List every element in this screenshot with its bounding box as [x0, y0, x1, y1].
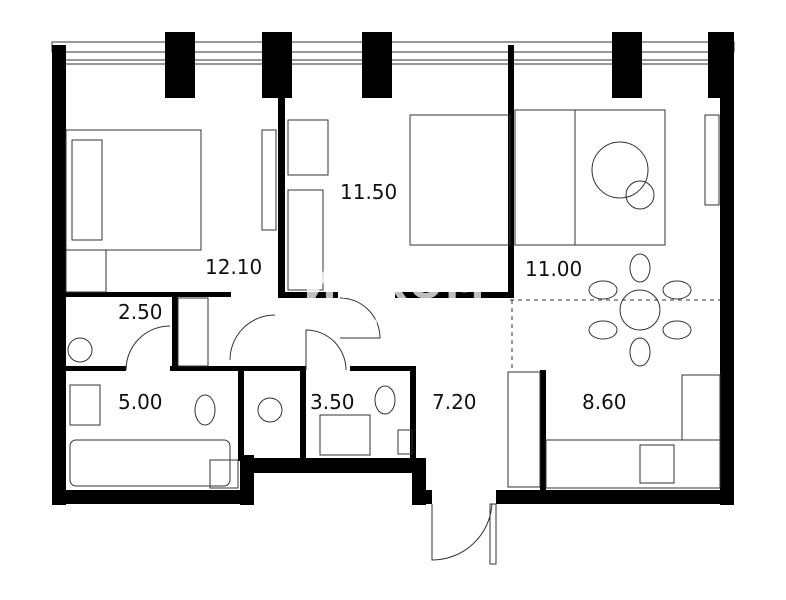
closet-middle	[287, 189, 324, 291]
hall-closet	[507, 371, 541, 488]
sofa	[514, 109, 576, 246]
area-label-bedroom-left: 12.10	[205, 255, 263, 279]
area-label-storage: 2.50	[118, 300, 163, 324]
doors	[125, 297, 497, 565]
area-label-hallway: 7.20	[432, 390, 477, 414]
bathtub	[69, 439, 231, 487]
dining-table	[619, 289, 661, 331]
rug	[514, 109, 666, 246]
area-label-living-room: 11.00	[525, 257, 583, 281]
watermark-subtitle: НЕДВИЖИМОСТЬ	[317, 318, 473, 333]
desk	[287, 119, 329, 176]
kitchen-counter	[545, 439, 721, 489]
furniture	[65, 109, 721, 489]
area-label-kitchen: 8.60	[582, 390, 627, 414]
wardrobe	[261, 129, 277, 231]
bed-middle	[409, 114, 511, 246]
area-label-bathroom: 5.00	[118, 390, 163, 414]
walls	[52, 32, 734, 505]
bed-left	[65, 129, 202, 251]
area-label-bedroom-middle: 11.50	[340, 180, 398, 204]
watermark-brand: ИНКОМ	[303, 262, 487, 308]
area-label-toilet: 3.50	[310, 390, 355, 414]
